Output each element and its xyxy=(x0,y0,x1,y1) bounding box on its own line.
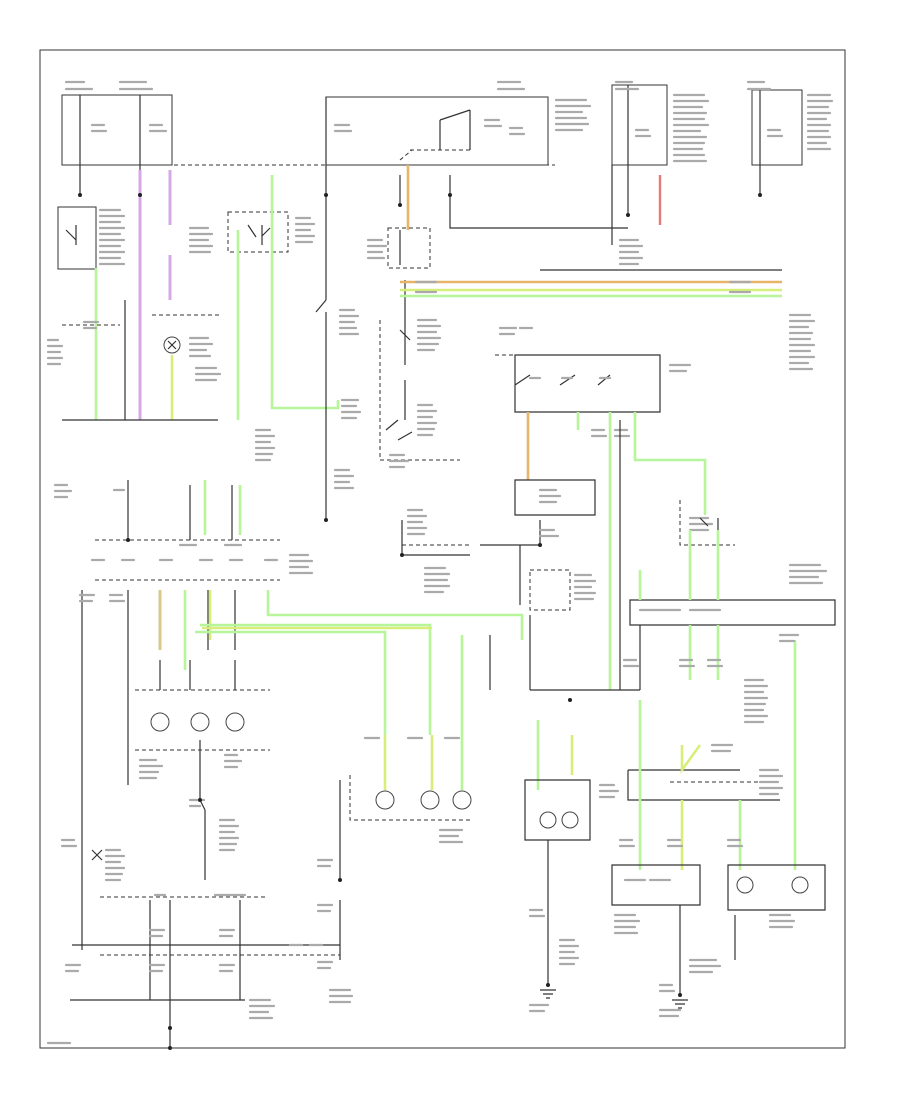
left-front-lamp xyxy=(135,660,270,880)
lamp-bulb-1 xyxy=(150,712,170,732)
left-upper-switches xyxy=(46,170,222,421)
lamp-bulb-7 xyxy=(539,811,557,829)
switch-box-left xyxy=(57,206,97,270)
fuse-block-far-right xyxy=(751,89,803,166)
fuse-block-right xyxy=(611,84,668,166)
lamp-bulb-3 xyxy=(225,712,245,732)
junction-dots xyxy=(78,193,762,1050)
fuse-block-main xyxy=(61,94,173,166)
lamp-bulb-5 xyxy=(420,790,440,810)
center-switch-stack xyxy=(379,318,541,594)
switch-box-center xyxy=(227,211,289,253)
harness-band xyxy=(366,165,816,371)
relay-block xyxy=(495,326,735,690)
switch-small xyxy=(529,569,571,611)
right-middle-harness xyxy=(622,530,836,870)
lamp-bulb-10 xyxy=(791,876,809,894)
lamp-bulb-9 xyxy=(736,876,754,894)
center-right-lower xyxy=(519,420,640,1013)
right-lower-lamps xyxy=(611,700,826,1018)
left-switch-block xyxy=(53,480,524,950)
center-front-lamp xyxy=(316,635,491,1004)
lamp-bulb-8 xyxy=(561,811,579,829)
center-left-switch xyxy=(227,175,362,520)
top-fuse-section xyxy=(61,80,834,245)
diagram-border xyxy=(39,49,846,1049)
relay-box-top xyxy=(325,96,549,166)
lamp-bulb-6 xyxy=(452,790,472,810)
left-ground-section xyxy=(60,838,340,1048)
lamp-bulb-4 xyxy=(375,790,395,810)
lamp-bulb-2 xyxy=(190,712,210,732)
